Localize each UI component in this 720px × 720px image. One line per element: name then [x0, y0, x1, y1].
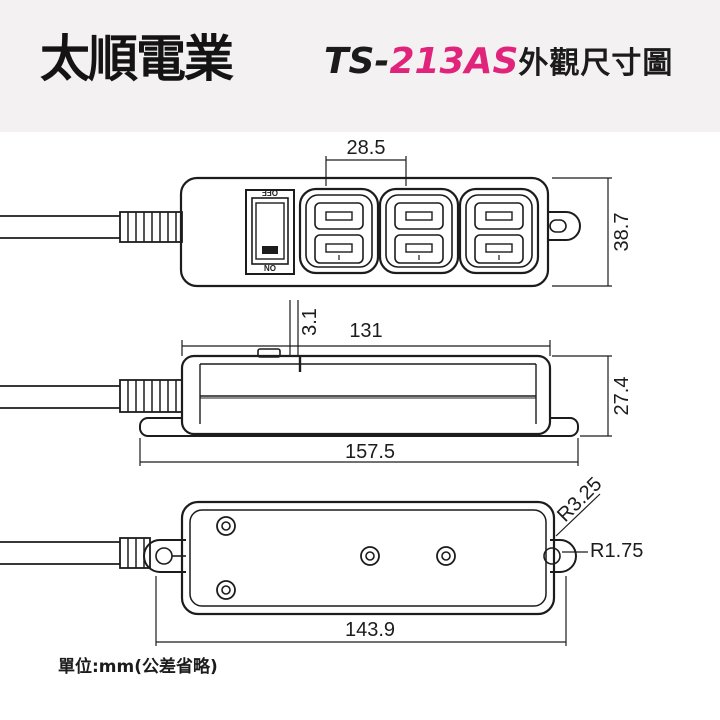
page-title: TS-213AS外觀尺寸圖 — [324, 44, 673, 80]
dimension-offset — [289, 300, 299, 356]
bottom-cable — [0, 537, 151, 569]
dimension-bottom-length — [155, 576, 567, 646]
top-cable — [0, 211, 183, 243]
dimension-label-r1-75: R1.75 — [590, 540, 643, 562]
dimension-socket-width — [325, 156, 407, 186]
dimension-label-27-4: 27.4 — [611, 377, 633, 416]
side-body-outline — [180, 354, 552, 436]
hang-tab — [548, 211, 581, 241]
top-view: OFF ON 28.5 38.7 — [0, 137, 633, 288]
dimension-label-3-1: 3.1 — [299, 308, 321, 336]
side-cable — [0, 379, 183, 413]
bottom-view: R3.25 R1.75 143.9 — [0, 473, 643, 646]
switch-on-label: ON — [264, 263, 276, 272]
dimension-label-38-7: 38.7 — [611, 213, 633, 252]
brand-name: 太順電業 — [40, 30, 234, 88]
header-band — [0, 0, 720, 132]
socket-2 — [378, 187, 460, 275]
socket-1 — [298, 187, 380, 275]
dimension-label-131: 131 — [349, 320, 382, 342]
model-number: 213AS — [389, 41, 519, 82]
dimension-top-height — [552, 177, 612, 287]
dimension-overall-length — [139, 438, 579, 466]
top-body-outline — [179, 176, 550, 288]
dimension-label-28-5: 28.5 — [347, 137, 386, 159]
power-switch: OFF ON — [245, 188, 295, 275]
switch-off-label: OFF — [262, 188, 278, 197]
unit-note: 單位:mm(公差省略) — [58, 657, 218, 677]
socket-3 — [458, 187, 540, 275]
side-view: 3.1 131 27.4 157.5 — [0, 300, 633, 466]
bottom-left-keyhole — [143, 539, 186, 573]
screw-holes — [216, 516, 456, 600]
side-switch — [257, 348, 281, 358]
dimension-label-143-9: 143.9 — [345, 619, 395, 641]
title-prefix: TS- — [324, 41, 390, 82]
dimension-label-157-5: 157.5 — [345, 441, 395, 463]
dimension-label-r3-25: R3.25 — [553, 473, 606, 526]
title-suffix: 外觀尺寸圖 — [518, 46, 674, 81]
dimension-side-height — [552, 355, 612, 437]
bottom-right-keyhole — [543, 539, 577, 573]
bottom-body-outline — [180, 500, 556, 616]
dimension-body-length — [181, 340, 551, 356]
